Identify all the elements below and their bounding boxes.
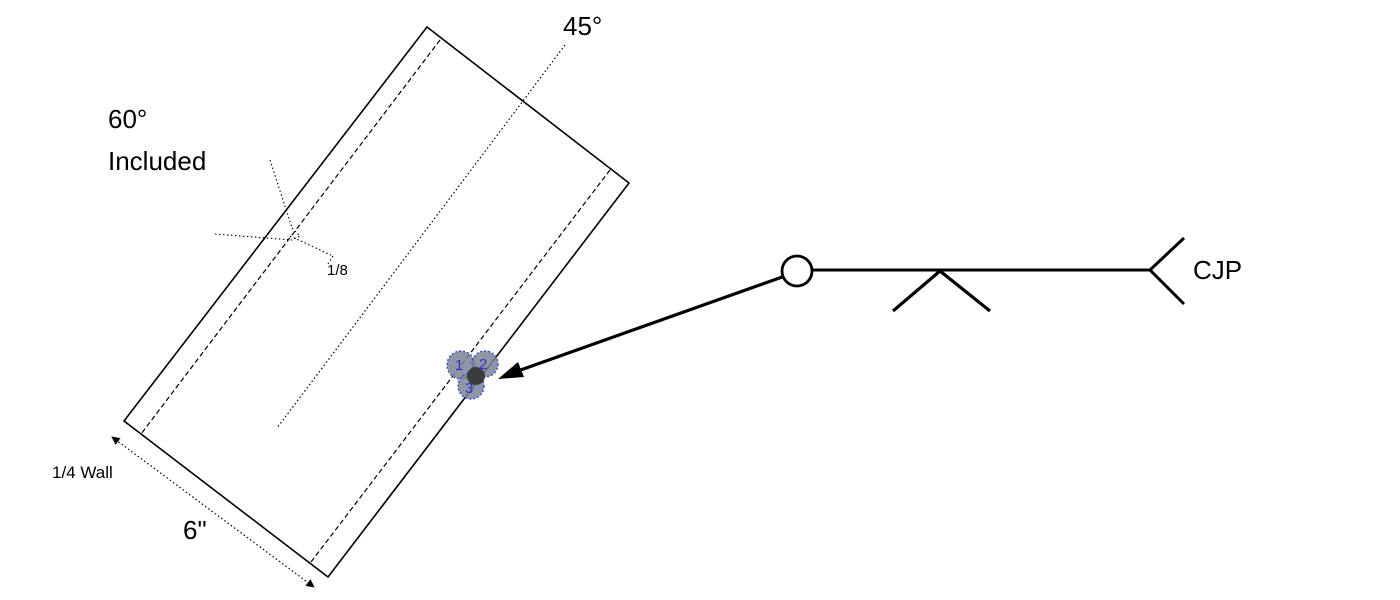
wall-thickness-label: 1/4 Wall — [52, 463, 113, 482]
included-angle-label-line1: 60° — [108, 104, 147, 134]
root-gap-label: 1/8 — [327, 262, 348, 279]
weld-pass-1-label: 1 — [455, 357, 463, 374]
pipe-outline — [122, 25, 631, 579]
circle-all-around-icon — [780, 254, 814, 288]
included-angle-label-line2: Included — [108, 146, 206, 176]
wall-dimension-line — [111, 436, 315, 588]
v-groove-icon — [891, 268, 991, 313]
pipe-inner-wall-left — [140, 39, 441, 435]
weld-bead-core — [467, 367, 485, 385]
arrowhead-icon — [498, 362, 524, 379]
included-angle-groove — [214, 159, 334, 265]
weld-pass-2-label: 2 — [479, 356, 487, 373]
pipe-diameter-label: 6" — [183, 515, 207, 545]
tail-fork-icon — [1147, 236, 1186, 306]
weld-pass-3-label: 3 — [465, 380, 473, 397]
bevel-angle-label: 45° — [563, 11, 602, 41]
weld-bead-cluster: 1 2 3 — [446, 350, 499, 400]
pipe-inner-wall-right — [310, 169, 611, 563]
tail-note-label: CJP — [1193, 255, 1242, 285]
weld-symbol-arrow-line — [514, 274, 786, 374]
